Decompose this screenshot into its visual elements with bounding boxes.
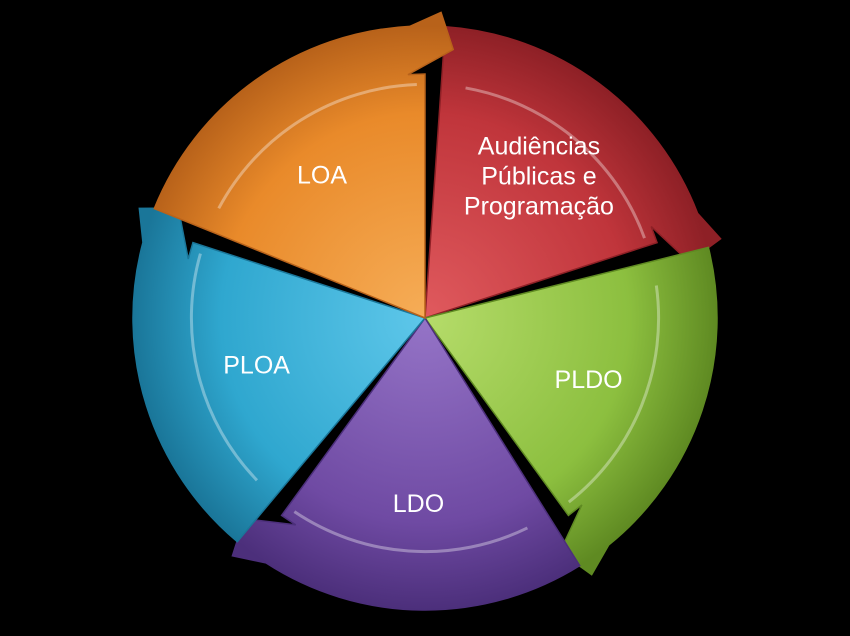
segment-label-line: Audiências [478, 132, 600, 160]
cycle-segment-arrow-audiencias [465, 86, 646, 239]
segment-label-line: PLOA [223, 351, 290, 379]
segment-label-pldo: PLDO [555, 365, 623, 393]
cycle-segment-ploa [132, 207, 427, 543]
segment-label-line: Públicas e [481, 162, 596, 190]
segment-label-loa: LOA [297, 161, 347, 189]
segment-label-line: PLDO [555, 365, 623, 393]
segment-label-line: Programação [464, 192, 614, 220]
segment-label-ldo: LDO [393, 489, 444, 517]
cycle-segment-arrow-ploa [189, 253, 259, 482]
segment-label-line: LDO [393, 489, 444, 517]
cycle-segment-arrow-pldo [567, 285, 661, 504]
cycle-segment-arrow-loa [217, 83, 417, 210]
segment-label-ploa: PLOA [223, 351, 290, 379]
cycle-segment-loa [153, 11, 455, 320]
cycle-segment-pldo [423, 246, 718, 576]
cycle-segment-ldo [231, 316, 581, 611]
segment-label-line: LOA [297, 161, 347, 189]
cycle-segment-audiencias [424, 25, 722, 320]
cycle-segment-arrow-ldo [293, 510, 529, 554]
